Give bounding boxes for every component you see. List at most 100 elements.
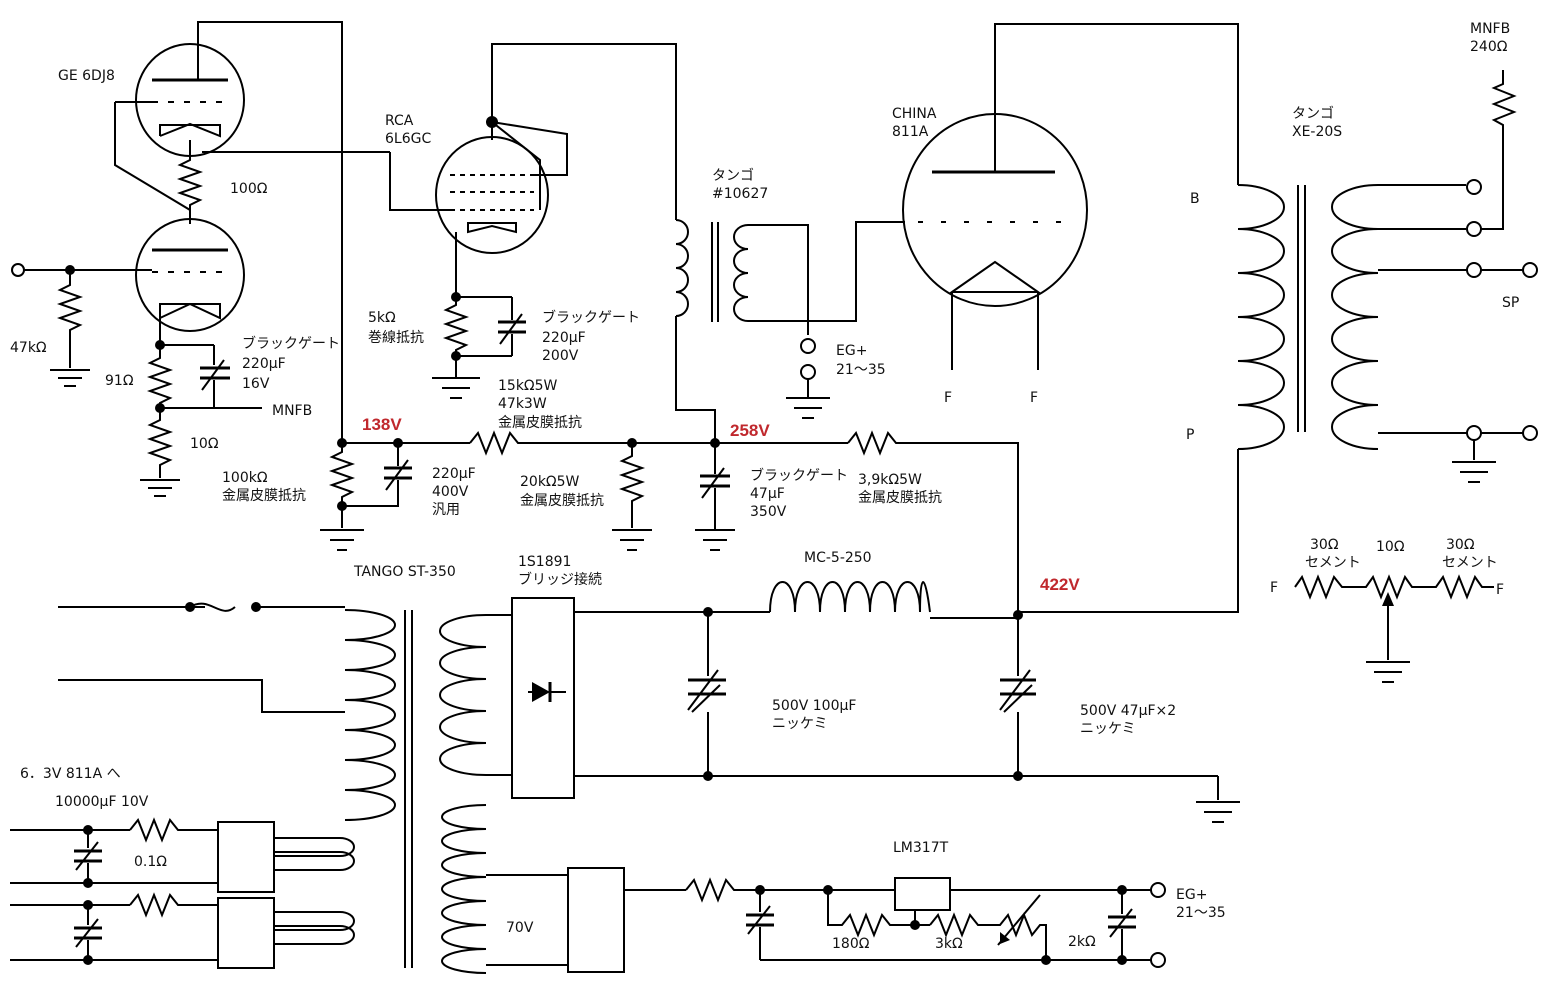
capacitor-47uf-x2-500v: [999, 669, 1036, 713]
tube-6dj8-upper: [135, 43, 245, 157]
label-10ohm: 10Ω: [190, 436, 219, 452]
label-tango-opt: タンゴ: [1292, 105, 1334, 122]
label-nichicon-2: ニッケミ: [1080, 721, 1136, 737]
capacitor-blackgate-220uf-16v: [200, 345, 230, 408]
label-100k: 100kΩ: [222, 470, 268, 486]
resistor-100ohm: [176, 140, 204, 210]
label-rca: RCA: [385, 113, 414, 129]
label-2k: 2kΩ: [1068, 934, 1096, 950]
resistor-240ohm: [1481, 70, 1517, 230]
ground-symbol: [50, 369, 90, 387]
label-cement-1: セメント: [1305, 555, 1361, 571]
label-cap2-type: ブラックゲート: [542, 309, 640, 326]
label-sp: SP: [1502, 295, 1519, 311]
label-choke: MC-5-250: [804, 550, 872, 566]
speaker-terminal: [1522, 425, 1538, 441]
label-30ohm-1: 30Ω: [1310, 537, 1339, 553]
label-lm317t: LM317T: [893, 840, 949, 856]
label-f2: F: [1030, 390, 1038, 406]
label-metalfilm-2: 金属皮膜抵抗: [222, 488, 306, 504]
label-eg-in: EG+: [836, 343, 867, 359]
label-10ohm-pot: 10Ω: [1376, 539, 1405, 555]
label-cap3-type: ブラックゲート: [750, 467, 848, 484]
label-811a: 811A: [892, 124, 929, 140]
label-3-9k: 3,9kΩ5W: [858, 472, 922, 488]
interstage-transformer: [675, 219, 749, 322]
heater-rectifier-1: [217, 821, 275, 893]
label-6l6gc: 6L6GC: [385, 131, 431, 147]
label-metalfilm-4: 金属皮膜抵抗: [858, 490, 942, 506]
label-heater-supply: 6．3V 811A へ: [20, 766, 121, 782]
capacitor-220uf-400v: [384, 443, 412, 491]
label-91ohm: 91Ω: [105, 373, 134, 389]
tube-6l6gc: [435, 136, 549, 254]
label-20k: 20kΩ5W: [520, 474, 580, 490]
label-general: 汎用: [432, 502, 460, 518]
hum-balancer: [1294, 574, 1494, 600]
tube-6dj8-lower: [135, 218, 245, 332]
resistor-15k-5w: [469, 430, 632, 456]
label-47k: 47kΩ: [10, 340, 47, 356]
heater-rectifier-2: [217, 897, 275, 969]
label-cap1-value: 220μF: [242, 356, 286, 372]
lm317-regulator: [894, 877, 951, 911]
voltage-422v: 422V: [1040, 575, 1080, 594]
label-eg-out-range: 21～35: [1176, 905, 1226, 921]
label-mnfb-in: MNFB: [272, 403, 312, 419]
label-400v: 400V: [432, 484, 469, 500]
resistor-3-9k-5w: [847, 430, 1019, 612]
label-mnfb-out: MNFB: [1470, 21, 1510, 37]
resistor-10ohm: [146, 408, 174, 478]
resistor-20k-5w: [618, 443, 646, 528]
label-47uf-x2: 500V 47μF×2: [1080, 703, 1176, 719]
label-tango-ict: タンゴ: [712, 167, 754, 184]
power-transformer: [344, 609, 487, 974]
voltage-138v: 138V: [362, 415, 402, 434]
capacitor-100uf-500v: [687, 669, 726, 713]
eg-bias-terminal: [800, 338, 816, 354]
label-cap2-voltage: 200V: [542, 348, 579, 364]
label-30ohm-2: 30Ω: [1446, 537, 1475, 553]
label-china: CHINA: [892, 106, 937, 122]
label-cap3-voltage: 350V: [750, 504, 787, 520]
label-eg-out: EG+: [1176, 887, 1207, 903]
label-cement-2: セメント: [1442, 555, 1498, 571]
label-1s1891: 1S1891: [518, 554, 571, 570]
resistor-100k: [328, 443, 356, 528]
label-wirewound: 巻線抵抗: [368, 330, 424, 346]
label-15k: 15kΩ5W: [498, 378, 558, 394]
fuse: [189, 602, 236, 612]
label-power-transformer: TANGO ST-350: [353, 564, 456, 580]
label-p: P: [1186, 427, 1194, 443]
capacitor-blackgate-47uf-350v: [700, 443, 730, 530]
speaker-terminal: [1522, 262, 1538, 278]
eg-out-terminal: [1150, 952, 1166, 968]
label-240ohm: 240Ω: [1470, 39, 1508, 55]
input-terminal: [11, 263, 25, 277]
label-5k: 5kΩ: [368, 310, 396, 326]
label-hum-f1: F: [1270, 580, 1278, 596]
voltage-258v: 258V: [730, 421, 770, 440]
label-cap2-value: 220μF: [542, 330, 586, 346]
label-f1: F: [944, 390, 952, 406]
label-10000uf: 10000μF 10V: [55, 794, 149, 810]
label-b: B: [1190, 191, 1200, 207]
bias-rectifier: [567, 867, 625, 973]
label-hum-f2: F: [1496, 582, 1504, 598]
choke-coil: [769, 581, 931, 613]
label-47k3w: 47k3W: [498, 396, 547, 412]
resistor-47k: [56, 270, 84, 368]
bridge-rectifier: [511, 597, 575, 799]
label-nichicon-1: ニッケミ: [772, 716, 828, 732]
label-70v: 70V: [506, 920, 534, 936]
label-180ohm: 180Ω: [832, 936, 870, 952]
capacitor-blackgate-220uf-200v: [498, 297, 526, 356]
label-cap1-type: ブラックゲート: [242, 335, 340, 352]
label-0-1ohm: 0.1Ω: [134, 854, 167, 870]
label-100ohm: 100Ω: [230, 181, 268, 197]
label-100uf: 500V 100μF: [772, 698, 856, 714]
label-cap3-value: 47μF: [750, 486, 785, 502]
label-bridge: ブリッジ接続: [518, 571, 602, 588]
resistor-91ohm: [146, 345, 174, 408]
